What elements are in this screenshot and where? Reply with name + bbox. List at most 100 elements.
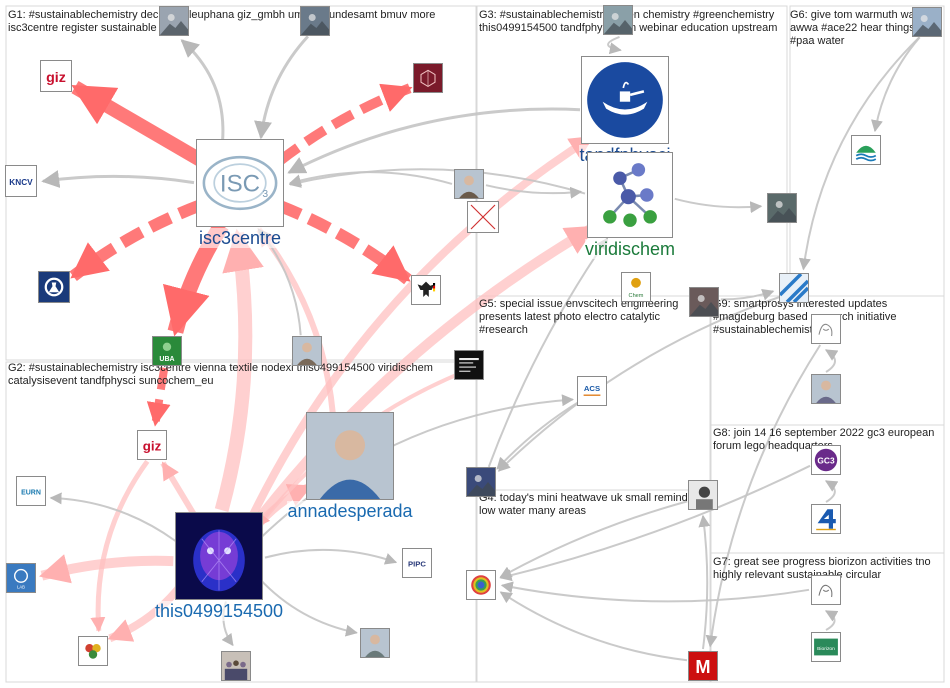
edge-g9-person-g9-sketch: [824, 349, 839, 373]
person-photo-icon: [455, 170, 483, 198]
edge-biorizon-g7-sketch: [824, 610, 839, 631]
svg-text:3: 3: [262, 189, 268, 200]
node-g6-water[interactable]: [851, 135, 881, 165]
node-g4-bw[interactable]: [688, 480, 718, 510]
edge-acs-g5-photo: [496, 400, 580, 470]
node-g2-person2[interactable]: [360, 628, 390, 658]
group-box-6: [476, 489, 711, 683]
svg-text:LAB: LAB: [17, 585, 25, 590]
node-catalysis[interactable]: [78, 636, 108, 666]
edge-this0499154500-circle-lab: [39, 554, 174, 584]
edge-viridischem-isc3centre: [288, 168, 586, 195]
dechema-logo-icon: [414, 64, 442, 92]
node-g7-sketch[interactable]: [811, 575, 841, 605]
edge-g6-stripes-g5-photo: [497, 296, 780, 472]
svg-text:PIPC: PIPC: [408, 560, 426, 569]
pipc-logo-icon: PIPC: [403, 549, 431, 577]
giz-logo-icon: giz: [138, 431, 166, 459]
svg-text:UBA: UBA: [159, 356, 174, 363]
group-label-g8: G8: join 14 16 september 2022 gc3 europe…: [713, 427, 935, 452]
svg-text:EURN: EURN: [21, 490, 41, 497]
photo-icon: [160, 7, 188, 35]
node-label-annadesperada: annadesperada: [287, 501, 413, 521]
node-this0499154500[interactable]: [175, 512, 263, 600]
photo-icon: [467, 468, 495, 496]
node-g4-rainbow[interactable]: [466, 570, 496, 600]
node-tandfphysci[interactable]: [581, 56, 669, 144]
node-acs[interactable]: ACS: [577, 376, 607, 406]
node-circle-lab[interactable]: LAB: [6, 563, 36, 593]
svg-text:GC3: GC3: [817, 456, 835, 466]
flask-logo-icon: [39, 272, 69, 302]
svg-text:M: M: [695, 657, 710, 677]
node-g5-photo[interactable]: [466, 467, 496, 497]
uba-logo-icon: UBA: [153, 337, 181, 365]
node-g2-group[interactable]: [221, 651, 251, 681]
group-label-g9: G9: smartprosys interested updates #magd…: [713, 298, 897, 336]
edge-tandfphysci-isc3centre: [287, 107, 581, 174]
svg-text:Biorizon: Biorizon: [817, 646, 835, 652]
edge-g5-photo-viridischem: [487, 237, 609, 468]
node-viridischem[interactable]: [587, 152, 673, 238]
node-g1-person[interactable]: [292, 336, 322, 366]
edge-isc3centre-giz-g1: [71, 81, 204, 166]
edge-viridischem-g3-right-photo: [674, 197, 763, 214]
node-suncochem[interactable]: Chem: [621, 272, 651, 302]
node-g3-top[interactable]: [603, 5, 633, 35]
edge-g9-sketch-g4-m: [705, 344, 822, 648]
node-biorizon[interactable]: Biorizon: [811, 632, 841, 662]
node-g8-four[interactable]: [811, 504, 841, 534]
node-g3-broken[interactable]: [467, 201, 499, 233]
edge-this0499154500-tandfphysci: [245, 133, 594, 524]
svg-text:Chem: Chem: [629, 293, 644, 299]
four-logo-icon: [812, 505, 840, 533]
node-uba[interactable]: UBA: [152, 336, 182, 366]
person-photo-icon: [361, 629, 389, 657]
node-g9-person[interactable]: [811, 374, 841, 404]
node-leuphana[interactable]: [38, 271, 70, 303]
edge-g4-bw-g4-rainbow: [499, 500, 688, 578]
edge-gc3-g4-rainbow: [499, 464, 811, 582]
svg-text:KNCV: KNCV: [9, 178, 33, 187]
node-g9-photo[interactable]: [689, 287, 719, 317]
node-g4-m[interactable]: M: [688, 651, 718, 681]
edge-uba-giz-g2: [146, 367, 171, 427]
bw-photo-icon: [689, 481, 717, 509]
photo-icon: [768, 194, 796, 222]
person-photo-icon: [293, 337, 321, 365]
edge-this0499154500-g2-person2: [258, 577, 358, 637]
m-logo-icon: M: [689, 652, 717, 680]
node-gc3[interactable]: GC3: [811, 445, 841, 475]
person-photo-icon: [812, 375, 840, 403]
edge-g7-sketch-g4-rainbow: [500, 581, 810, 603]
group-label-g1: G1: #sustainablechemistry dechema leupha…: [8, 9, 436, 34]
gc3-logo-icon: GC3: [812, 446, 840, 474]
node-g6-top[interactable]: [912, 7, 942, 37]
edge-this0499154500-isc3centre: [214, 228, 264, 512]
svg-text:giz: giz: [143, 439, 162, 454]
edge-g6-top-g6-stripes: [798, 36, 921, 271]
node-bmuv[interactable]: [411, 275, 441, 305]
node-g9-sketch[interactable]: [811, 314, 841, 344]
stripes-logo-icon: [780, 274, 808, 302]
node-vienna[interactable]: [454, 350, 484, 380]
node-g3-right-photo[interactable]: [767, 193, 797, 223]
node-eurn[interactable]: EURN: [16, 476, 46, 506]
node-pipc[interactable]: PIPC: [402, 548, 432, 578]
node-g1-photo-top[interactable]: [159, 6, 189, 36]
broken-image-icon: [468, 202, 498, 232]
edge-g4-m-g4-bw: [698, 514, 711, 650]
svg-text:giz: giz: [46, 70, 66, 86]
node-g3-person[interactable]: [454, 169, 484, 199]
edge-this0499154500-eurn: [49, 492, 177, 542]
node-g6-stripes[interactable]: [779, 273, 809, 303]
node-giz-g1[interactable]: giz: [40, 60, 72, 92]
node-annadesperada[interactable]: [306, 412, 394, 500]
node-giz-g2[interactable]: giz: [137, 430, 167, 460]
node-knvc[interactable]: KNCV: [5, 165, 37, 197]
node-dechema[interactable]: [413, 63, 443, 93]
edge-g4-m-g4-rainbow: [499, 591, 688, 662]
node-g1-photo-top2[interactable]: [300, 6, 330, 36]
